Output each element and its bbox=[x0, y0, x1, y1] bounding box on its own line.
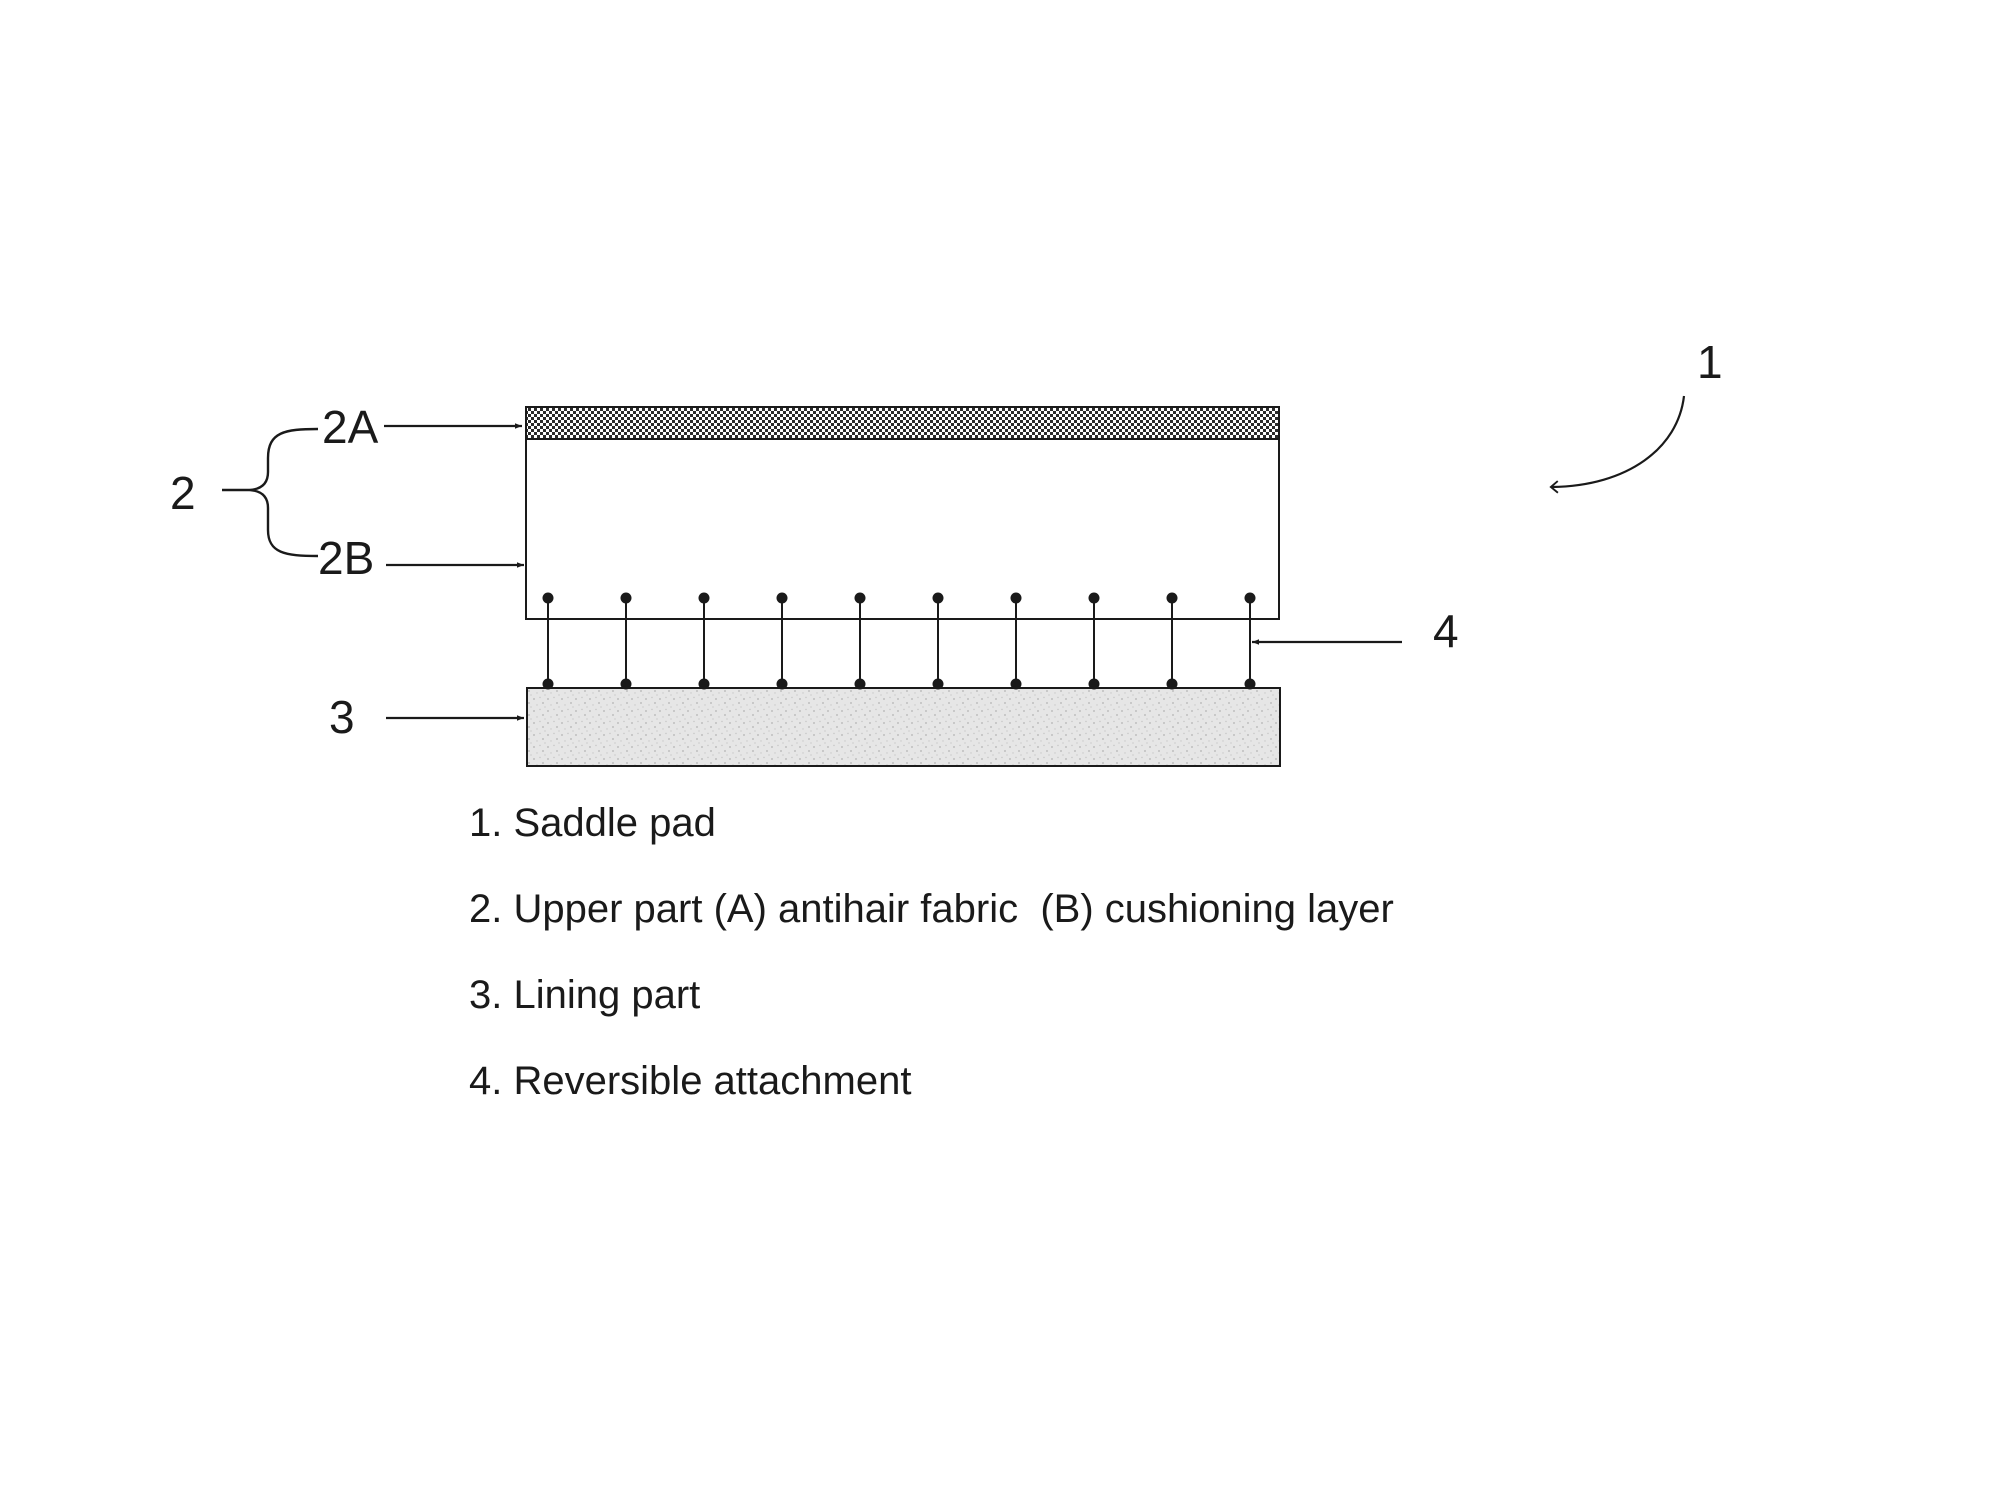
ref-label-1: 1 bbox=[1697, 336, 1723, 388]
attachment-pin-dot bbox=[776, 592, 788, 604]
legend-item-reversible-attachment: 4. Reversible attachment bbox=[469, 1059, 912, 1103]
attachment-pin-dot bbox=[1244, 592, 1256, 604]
attachment-pin-dot bbox=[698, 592, 710, 604]
attachment-pin-dot bbox=[542, 678, 554, 690]
attachment-pin-dot bbox=[1244, 678, 1256, 690]
curved-arrow-1 bbox=[1549, 395, 1686, 494]
ref-label-2a: 2A bbox=[322, 401, 379, 453]
legend-item-upper-part: 2. Upper part (A) antihair fabric (B) cu… bbox=[469, 887, 1394, 931]
attachment-pin-dot bbox=[932, 678, 944, 690]
legend-item-saddle-pad: 1. Saddle pad bbox=[469, 801, 716, 845]
attachment-pin-dot bbox=[542, 592, 554, 604]
reversible-attachment-connectors bbox=[542, 592, 1256, 690]
attachment-pin-dot bbox=[620, 592, 632, 604]
legend-list: 1. Saddle pad 2. Upper part (A) antihair… bbox=[469, 800, 1394, 1144]
ref-label-3: 3 bbox=[329, 691, 355, 743]
attachment-pin-dot bbox=[1166, 592, 1178, 604]
attachment-pin-dot bbox=[698, 678, 710, 690]
attachment-pin-dot bbox=[776, 678, 788, 690]
attachment-pin-dot bbox=[1010, 592, 1022, 604]
ref-label-4: 4 bbox=[1433, 605, 1459, 657]
ref-label-2: 2 bbox=[170, 467, 196, 519]
attachment-pin-dot bbox=[854, 592, 866, 604]
lining-part-layer bbox=[526, 687, 1281, 767]
attachment-pin-dot bbox=[1088, 678, 1100, 690]
ref-label-2b: 2B bbox=[318, 532, 374, 584]
legend-item-lining-part: 3. Lining part bbox=[469, 973, 701, 1017]
attachment-pin-dot bbox=[932, 592, 944, 604]
attachment-pin-dot bbox=[854, 678, 866, 690]
cushioning-layer bbox=[525, 438, 1280, 620]
attachment-pin-dot bbox=[1166, 678, 1178, 690]
attachment-pin-dot bbox=[620, 678, 632, 690]
brace-2 bbox=[249, 427, 319, 558]
attachment-pin-dot bbox=[1088, 592, 1100, 604]
attachment-pin-dot bbox=[1010, 678, 1022, 690]
antihair-fabric-layer bbox=[525, 406, 1280, 440]
